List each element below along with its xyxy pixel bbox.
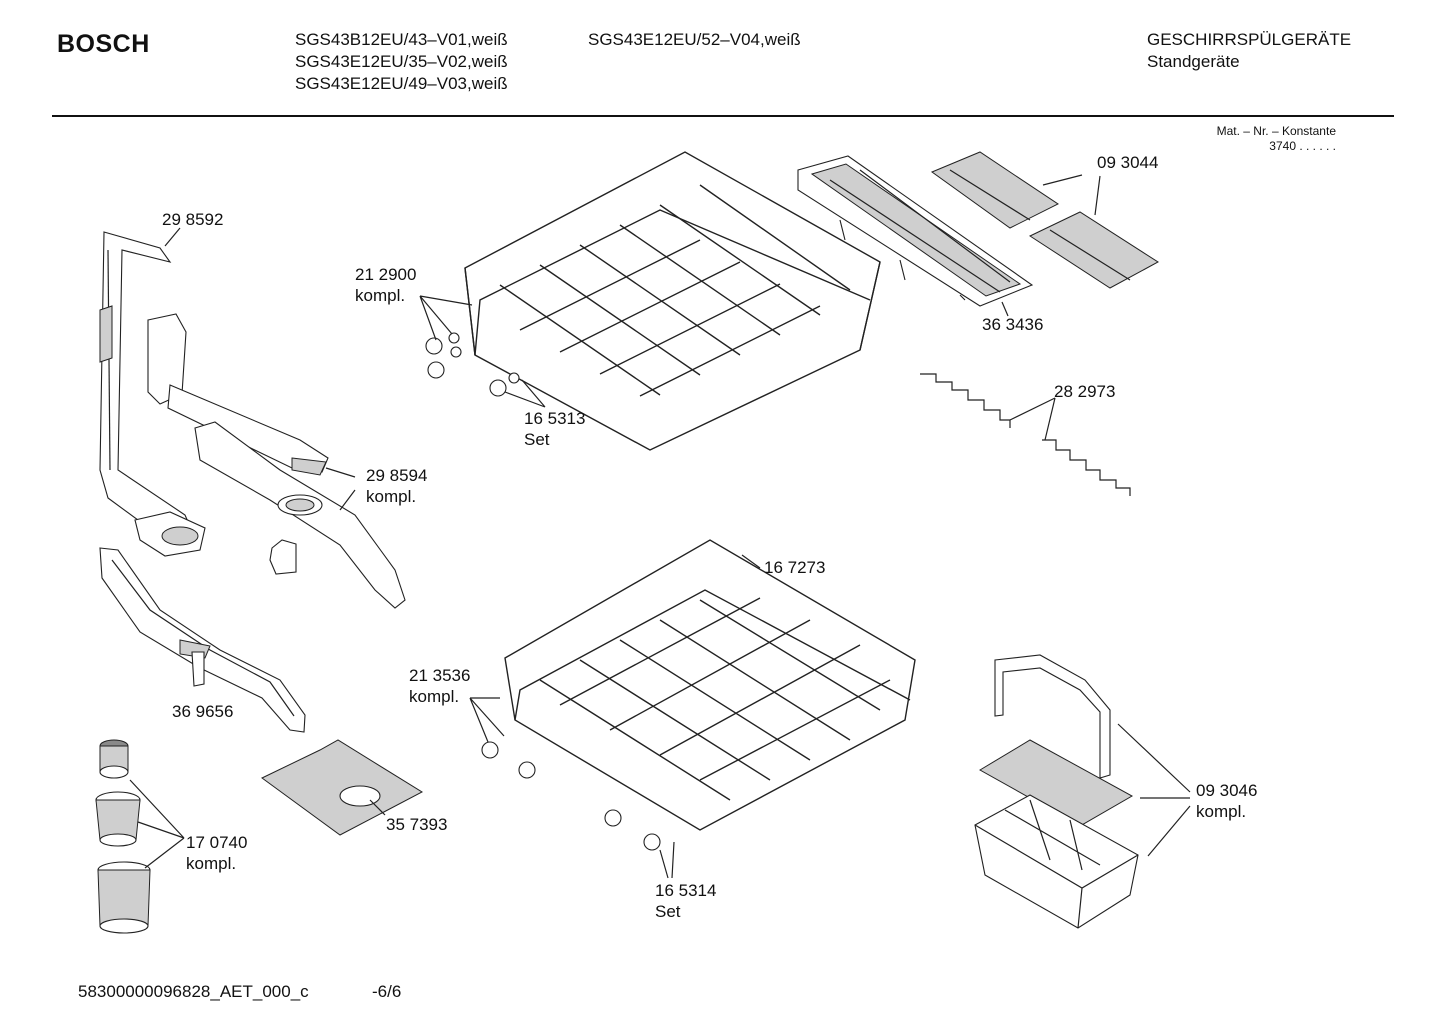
page-number: -6/6: [372, 982, 402, 1001]
model-line: SGS43E12EU/49–V03,weiß: [295, 74, 508, 93]
leader-lines: [129, 174, 1191, 879]
lower-basket-drawing: [481, 539, 916, 851]
part-label-212900: 21 2900 kompl.: [355, 265, 417, 305]
model-line: SGS43E12EU/52–V04,weiß: [588, 30, 801, 49]
part-label-369656: 36 9656: [172, 702, 234, 721]
model-list-2: SGS43E12EU/52–V04,weiß: [588, 29, 801, 51]
basket-clip-drawing: [920, 373, 1131, 496]
header-divider: [52, 115, 1394, 117]
material-constant: Mat. – Nr. – Konstante 3740 . . . . . .: [1217, 124, 1336, 154]
part-label-298594: 29 8594 kompl.: [366, 466, 428, 506]
model-list-1: SGS43B12EU/43–V01,weiß SGS43E12EU/35–V02…: [295, 29, 508, 95]
part-label-298592: 29 8592: [162, 210, 224, 229]
part-label-363436: 36 3436: [982, 315, 1044, 334]
part-label-282973: 28 2973: [1054, 382, 1116, 401]
konstante-label: Mat. – Nr. – Konstante: [1216, 124, 1336, 138]
spray-arm-holder-drawing: [147, 313, 406, 609]
lower-spray-arm-drawing: [99, 547, 306, 733]
cup-rack-drawing: [930, 151, 1159, 289]
part-label-093044: 09 3044: [1097, 153, 1159, 172]
model-line: SGS43E12EU/35–V02,weiß: [295, 52, 508, 71]
cutlery-basket-drawing: [974, 654, 1139, 929]
konstante-value: 3740 . . . . . .: [1269, 139, 1336, 153]
part-label-357393: 35 7393: [386, 815, 448, 834]
filter-parts-drawing: [95, 739, 151, 934]
model-line: SGS43B12EU/43–V01,weiß: [295, 30, 508, 49]
category-line: GESCHIRRSPÜLGERÄTE: [1147, 30, 1352, 49]
upper-basket-drawing: [425, 151, 881, 451]
category-title: GESCHIRRSPÜLGERÄTE Standgeräte: [1147, 29, 1351, 73]
cup-shelf-drawing: [797, 155, 1034, 307]
category-line: Standgeräte: [1147, 52, 1240, 71]
part-label-170740: 17 0740 kompl.: [186, 833, 248, 873]
supply-pipe-drawing: [99, 231, 206, 557]
part-label-167273: 16 7273: [764, 558, 826, 577]
document-id: 58300000096828_AET_000_c: [78, 982, 309, 1001]
part-label-093046: 09 3046 kompl.: [1196, 781, 1258, 821]
part-label-213536: 21 3536 kompl.: [409, 666, 471, 706]
part-label-165314: 16 5314 Set: [655, 881, 717, 921]
brand-logo: BOSCH: [57, 30, 150, 58]
part-label-165313: 16 5313 Set: [524, 409, 586, 449]
